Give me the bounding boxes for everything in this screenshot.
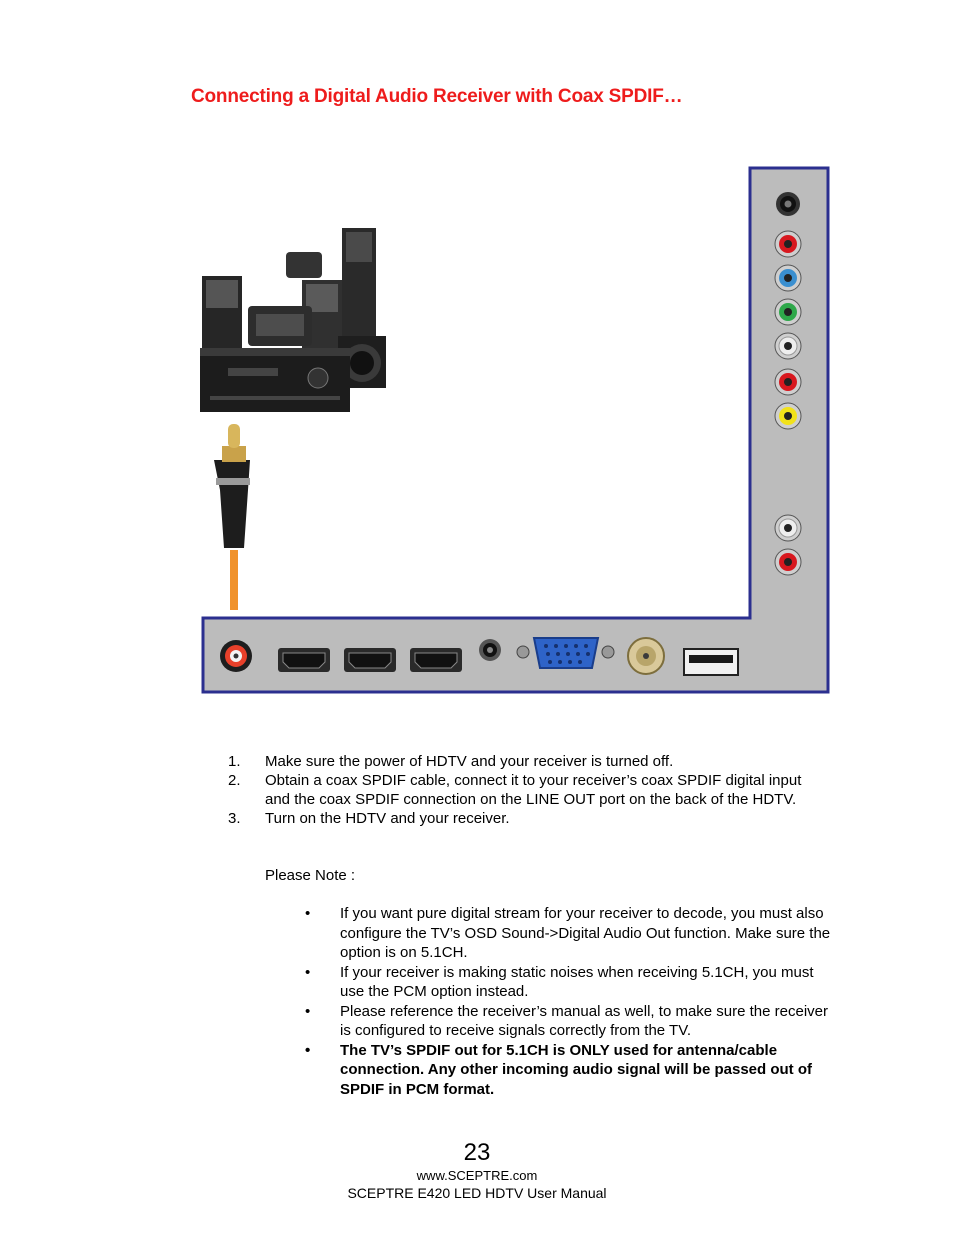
audio-minijack [479, 639, 501, 661]
note-text: Please reference the receiver’s manual a… [340, 1002, 829, 1040]
side-jacks [774, 192, 802, 576]
notes-list: • If you want pure digital stream for yo… [305, 904, 835, 1099]
page-title: Connecting a Digital Audio Receiver with… [191, 86, 683, 107]
note-item-important: • The TV’s SPDIF out for 5.1CH is ONLY u… [305, 1041, 835, 1100]
step-text: Make sure the power of HDTV and your rec… [265, 753, 674, 770]
bullet-glyph: • [305, 963, 311, 981]
bullet-glyph: • [305, 1041, 311, 1059]
step-text: Obtain a coax SPDIF cable, connect it to… [265, 772, 802, 808]
coax-cable-image [214, 424, 250, 610]
rca-jack-red [774, 368, 802, 396]
step-item: 3. Turn on the HDTV and your receiver. [228, 809, 828, 828]
page-number: 23 [463, 1139, 491, 1166]
rca-jack-blue [774, 264, 802, 292]
hdmi-port [278, 648, 330, 672]
tv-rear-panel [201, 166, 830, 694]
bullet-glyph: • [305, 905, 311, 922]
vga-port [516, 637, 615, 669]
hdmi-port [344, 648, 396, 672]
connection-diagram [200, 166, 830, 694]
footer-manual-name: SCEPTRE E420 LED HDTV User Manual [347, 1185, 607, 1201]
step-item: 2. Obtain a coax SPDIF cable, connect it… [228, 771, 828, 809]
rca-jack-red [774, 548, 802, 576]
step-number: 1. [228, 753, 241, 770]
bottom-ports [220, 637, 739, 676]
step-item: 1. Make sure the power of HDTV and your … [228, 752, 828, 771]
step-text: Turn on the HDTV and your receiver. [265, 810, 510, 827]
note-text: The TV’s SPDIF out for 5.1CH is ONLY use… [340, 1041, 812, 1098]
rca-jack-yellow [774, 402, 802, 430]
step-number: 3. [228, 810, 241, 827]
steps-list: 1. Make sure the power of HDTV and your … [228, 752, 828, 828]
spdif-coax-jack [220, 640, 252, 672]
rf-coax-port [627, 637, 665, 675]
bullet-glyph: • [305, 1002, 311, 1020]
note-item: • If your receiver is making static nois… [305, 963, 835, 1002]
note-text: If you want pure digital stream for your… [340, 905, 831, 961]
usb-port [683, 648, 739, 676]
rca-jack-white [774, 514, 802, 542]
rca-jack-red [774, 230, 802, 258]
note-label: Please Note : [265, 867, 356, 884]
hdmi-port [410, 648, 462, 672]
note-item: • Please reference the receiver’s manual… [305, 1002, 835, 1041]
headphone-jack [776, 192, 800, 216]
note-text: If your receiver is making static noises… [340, 963, 814, 1001]
footer-website: www.SCEPTRE.com [416, 1168, 538, 1183]
home-theater-system-image [200, 228, 386, 412]
rca-jack-green [774, 298, 802, 326]
step-number: 2. [228, 772, 241, 789]
note-item: • If you want pure digital stream for yo… [305, 904, 835, 963]
rca-jack-white [774, 332, 802, 360]
